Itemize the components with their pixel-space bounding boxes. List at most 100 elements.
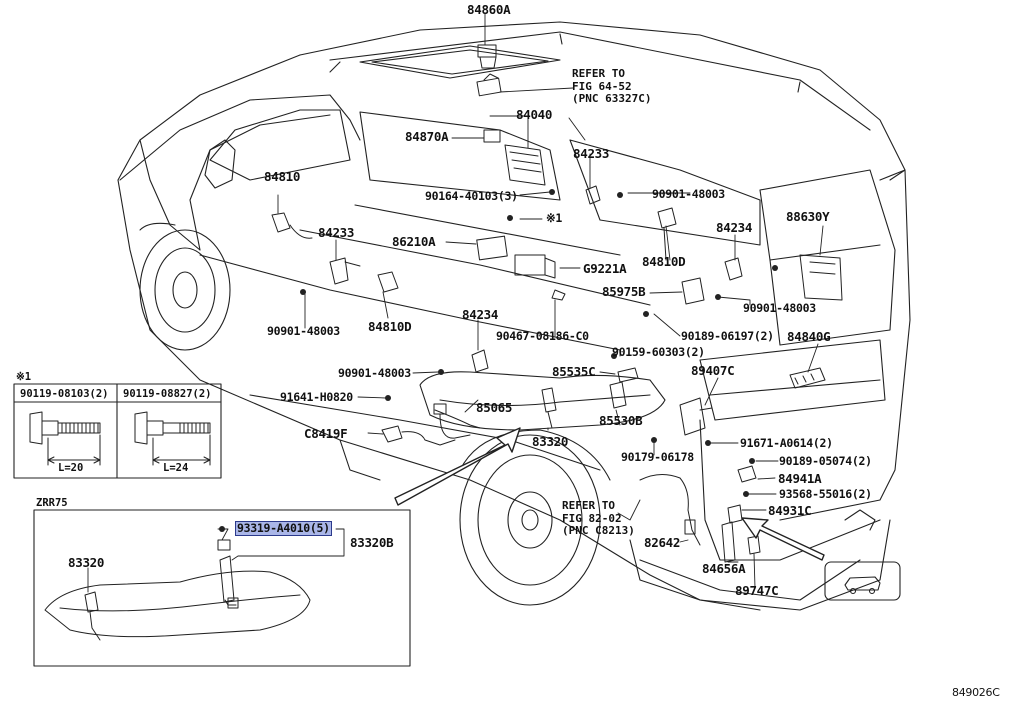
bolt-markers — [300, 189, 778, 497]
bolt-table-mark: ※1 — [16, 371, 32, 383]
part-84941A-shape — [737, 465, 757, 483]
inset-leaders — [87, 528, 345, 593]
callout-86210A[interactable]: 86210A — [392, 234, 436, 249]
callout-84234-center[interactable]: 84234 — [462, 307, 499, 322]
callout-84233-right[interactable]: 84233 — [573, 146, 610, 161]
figure-code: 849026C — [952, 686, 1000, 699]
callout-85065[interactable]: 85065 — [476, 400, 513, 415]
callout-83320-main[interactable]: 83320 — [532, 434, 569, 449]
callout-82642[interactable]: 82642 — [644, 535, 681, 550]
refer-top-line-1: REFER TO — [572, 67, 625, 80]
callout-91671-A0614[interactable]: 91671-A0614(2) — [740, 436, 833, 450]
front-wheel — [139, 229, 231, 351]
leader-lines — [277, 13, 824, 589]
part-84234-center-shape — [471, 349, 489, 373]
callout-83320-inset[interactable]: 83320 — [68, 555, 105, 570]
callout-84810[interactable]: 84810 — [264, 169, 301, 184]
inset-tank — [44, 539, 311, 641]
callout-85975B[interactable]: 85975B — [602, 284, 646, 299]
callout-90159-60303[interactable]: 90159-60303(2) — [612, 345, 705, 359]
sunroof-outline — [359, 45, 561, 79]
callout-90179-06178[interactable]: 90179-06178 — [621, 450, 694, 464]
callout-84941A[interactable]: 84941A — [778, 471, 822, 486]
part-switch-refer — [476, 77, 502, 97]
refer-bottom-line-1: REFER TO — [562, 499, 615, 512]
callout-90189-05074[interactable]: 90189-05074(2) — [779, 454, 872, 468]
callout-C8419F[interactable]: C8419F — [304, 426, 348, 441]
callout-84810D-right[interactable]: 84810D — [642, 254, 686, 269]
callout-84860A[interactable]: 84860A — [467, 2, 511, 17]
part-85530B-shape — [609, 381, 627, 409]
part-84234-right-shape — [724, 257, 743, 281]
part-89407C-shape — [679, 397, 706, 436]
part-85535C-shape — [617, 367, 639, 383]
refer-top-line-2: FIG 64-52 — [572, 79, 632, 93]
bolt-table-length-2: L=24 — [163, 462, 189, 474]
rear-bumper — [629, 519, 891, 611]
bolt-table-length-1: L=20 — [58, 462, 84, 474]
front-window — [209, 109, 351, 181]
part-83320-shape — [541, 387, 557, 413]
refer-bottom-line-2: FIG 82-02 — [562, 511, 622, 525]
view-arrows — [394, 427, 825, 561]
callout-90901-48003-left[interactable]: 90901-48003 — [267, 324, 340, 338]
callout-84656A[interactable]: 84656A — [702, 561, 746, 576]
part-84860A-shape — [477, 44, 497, 58]
part-84040-shape — [504, 144, 546, 186]
callout-88630Y[interactable]: 88630Y — [786, 209, 830, 224]
part-86210A-shape — [476, 235, 508, 261]
callout-90901-48003-center[interactable]: 90901-48003 — [338, 366, 411, 380]
callout-90189-06197[interactable]: 90189-06197(2) — [681, 329, 774, 343]
inset-box — [33, 509, 411, 667]
callout-89407C[interactable]: 89407C — [691, 363, 735, 378]
callout-84931C[interactable]: 84931C — [768, 503, 812, 518]
part-88630Y-shape — [799, 254, 843, 301]
inset-title: ZRR75 — [36, 497, 68, 509]
part-84870A-shape — [483, 129, 501, 143]
refer-top-note[interactable]: REFER TO FIG 64-52 (PNC 63327C) — [572, 67, 652, 106]
callout-84040[interactable]: 84040 — [516, 107, 553, 122]
callout-90164-40103[interactable]: 90164-40103(3) — [425, 189, 518, 203]
bolt-table-part-1[interactable]: 90119-08103(2) — [20, 388, 109, 400]
part-84810D-right-shape — [657, 207, 677, 229]
callout-84870A[interactable]: 84870A — [405, 129, 449, 144]
roof-outline — [299, 21, 906, 181]
callout-90467-08186-C0[interactable]: 90467-08186-C0 — [496, 329, 589, 343]
callout-84810D-left[interactable]: 84810D — [368, 319, 412, 334]
bolt-1-drawing — [29, 411, 101, 466]
part-84810D-left-shape — [377, 271, 399, 293]
part-89747C-shape — [747, 535, 761, 555]
part-84233-left-shape — [329, 257, 349, 285]
refer-top-line-3: (PNC 63327C) — [572, 92, 652, 105]
part-84233-right-shape — [585, 185, 601, 205]
part-84656A-shape — [721, 521, 736, 563]
callout-star-1[interactable]: ※1 — [546, 211, 562, 225]
part-G9221A-shape — [514, 254, 546, 276]
callout-84233-left[interactable]: 84233 — [318, 225, 355, 240]
callout-G9221A[interactable]: G9221A — [583, 261, 627, 276]
middle-window — [359, 111, 561, 201]
callout-85535C[interactable]: 85535C — [552, 364, 596, 379]
part-84840G-shape — [789, 367, 826, 389]
callout-83320B[interactable]: 83320B — [350, 535, 394, 550]
refer-bottom-note[interactable]: REFER TO FIG 82-02 (PNC C8213) — [562, 499, 635, 538]
callout-84840G[interactable]: 84840G — [787, 329, 831, 344]
part-85065-shape — [434, 409, 481, 429]
rear-wheel — [459, 434, 601, 606]
callout-84234-right[interactable]: 84234 — [716, 220, 753, 235]
callout-90901-48003-top[interactable]: 90901-48003 — [652, 187, 725, 201]
callout-89747C[interactable]: 89747C — [735, 583, 779, 598]
callout-90901-48003-right[interactable]: 90901-48003 — [743, 301, 816, 315]
callout-93568-55016[interactable]: 93568-55016(2) — [779, 487, 872, 501]
bolt-table-part-2[interactable]: 90119-08827(2) — [123, 388, 212, 400]
callout-93319-A4010[interactable]: 93319-A4010(5) — [235, 521, 332, 536]
callout-91641-H0820[interactable]: 91641-H0820 — [280, 390, 353, 404]
part-84931C-shape — [727, 504, 743, 524]
side-mirror — [204, 139, 236, 189]
part-85975B-shape — [681, 277, 705, 305]
part-84810-shape — [271, 212, 291, 233]
callout-85530B[interactable]: 85530B — [599, 413, 643, 428]
part-C8419F-shape — [381, 425, 403, 443]
